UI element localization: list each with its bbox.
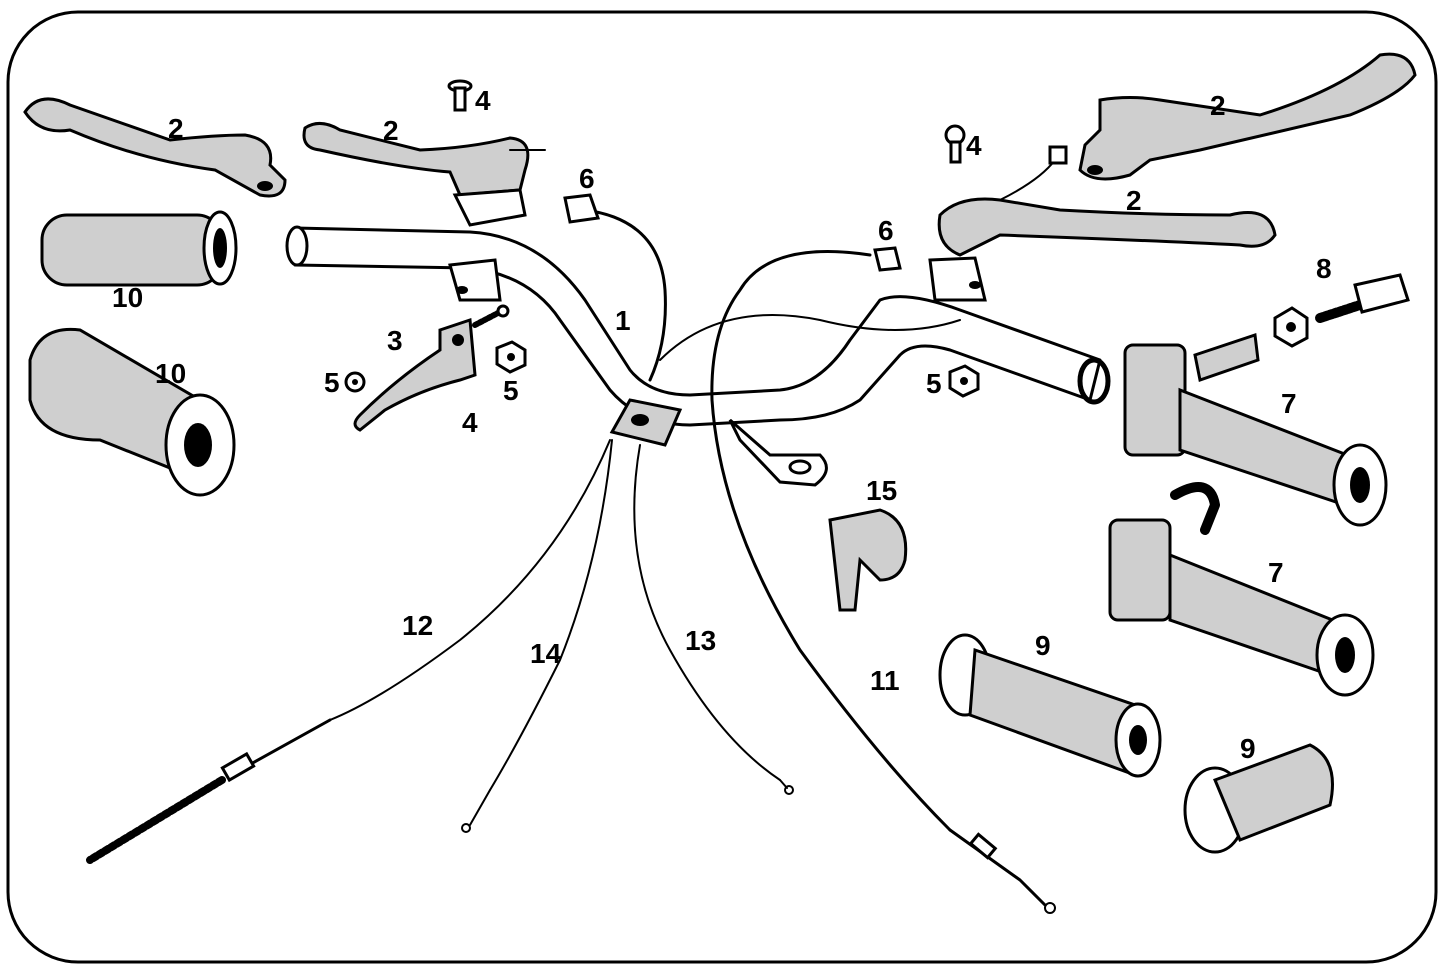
handlebar <box>285 225 1111 427</box>
label-grip-left-top: 10 <box>112 282 143 313</box>
label-fitting-right: 6 <box>878 215 894 246</box>
label-bolt-bottom: 4 <box>462 407 478 438</box>
nut-left-center <box>495 340 527 374</box>
label-lever-right: 2 <box>1126 185 1142 216</box>
grip-left-bottom <box>28 327 236 497</box>
cable-adjuster <box>1273 273 1410 348</box>
center-clamp <box>609 398 683 447</box>
bolt-top <box>447 79 473 112</box>
nut-left-small <box>344 371 366 393</box>
label-cable-14: 14 <box>530 638 562 669</box>
lever-top-left <box>23 97 287 198</box>
label-lever-top-left: 2 <box>168 113 184 144</box>
grip-right-bottom <box>1183 743 1334 854</box>
label-fitting-left: 6 <box>579 163 595 194</box>
cable-tie <box>828 508 908 612</box>
nut-right <box>948 364 980 398</box>
mounting-bracket <box>728 418 828 487</box>
cable-fitting-left <box>563 193 601 224</box>
label-bolt-top: 4 <box>475 85 491 116</box>
lever-right <box>928 145 1277 302</box>
decompressor-lever <box>353 317 477 432</box>
label-bolt-right: 4 <box>966 130 982 161</box>
label-nut-left-center: 5 <box>503 375 519 406</box>
label-throttle-bottom: 7 <box>1268 557 1284 588</box>
label-cable-tie: 15 <box>866 475 897 506</box>
throttle-bottom <box>1108 482 1375 697</box>
label-handlebar: 1 <box>615 305 631 336</box>
label-cable-13: 13 <box>685 625 716 656</box>
bolt-bottom <box>472 304 510 328</box>
lever-top-right <box>1078 52 1417 181</box>
cables <box>86 208 1056 914</box>
label-cable-11: 11 <box>870 665 900 696</box>
label-grip-right-top: 9 <box>1035 630 1051 661</box>
label-cable-12: 12 <box>402 610 433 641</box>
label-grip-right-bottom: 9 <box>1240 733 1256 764</box>
label-lever-upper-left: 2 <box>383 115 399 146</box>
part-labels: 2 2 4 2 4 2 6 6 1 3 5 5 4 5 8 10 10 7 7 … <box>112 85 1332 764</box>
label-nut-right: 5 <box>926 368 942 399</box>
label-lever-top-right: 2 <box>1210 90 1226 121</box>
grip-right-top <box>938 633 1162 778</box>
bolt-right <box>944 124 966 164</box>
label-adjuster: 8 <box>1316 253 1332 284</box>
label-grip-left-bottom: 10 <box>155 358 186 389</box>
lever-upper-left <box>302 122 546 302</box>
throttle-top <box>1123 332 1388 527</box>
grip-left-top <box>40 210 238 287</box>
label-nut-left-small: 5 <box>324 367 340 398</box>
cable-fitting-right <box>873 246 902 272</box>
label-decomp-lever: 3 <box>387 325 403 356</box>
diagram-frame <box>6 10 1438 964</box>
label-throttle-top: 7 <box>1281 388 1297 419</box>
